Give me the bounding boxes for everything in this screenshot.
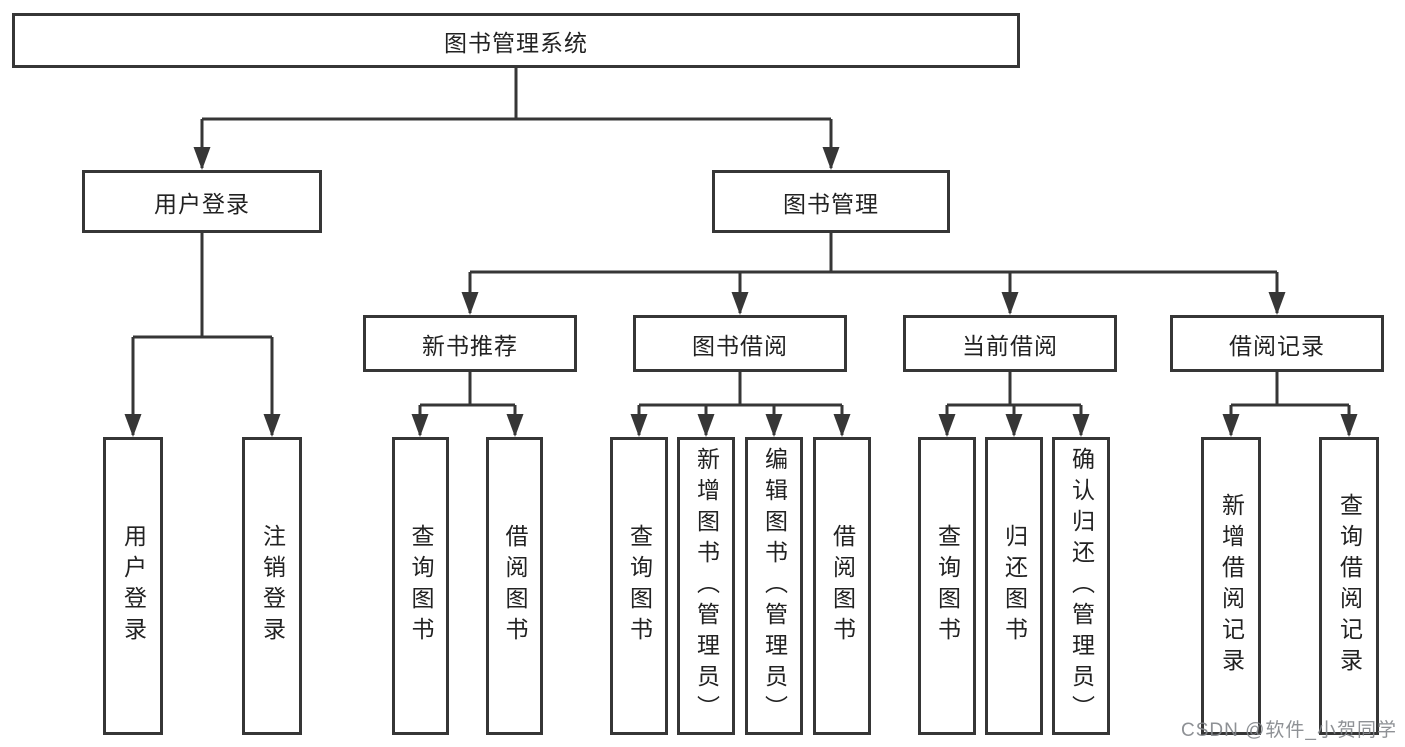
leaf-borrow-books-recommend: 借阅图书: [486, 437, 543, 735]
leaf-logout: 注销登录: [242, 437, 302, 735]
leaf-return-books: 归还图书: [985, 437, 1043, 735]
node-root-system: 图书管理系统: [12, 13, 1020, 68]
leaf-add-borrow-record: 新增借阅记录: [1201, 437, 1261, 735]
node-borrow-records: 借阅记录: [1170, 315, 1384, 372]
leaf-user-login: 用户登录: [103, 437, 163, 735]
csdn-watermark: CSDN @软件_小贺同学: [1181, 720, 1397, 741]
leaf-query-books-recommend: 查询图书: [392, 437, 449, 735]
leaf-confirm-return-admin: 确认归还（管理员）: [1052, 437, 1110, 735]
node-book-borrow: 图书借阅: [633, 315, 847, 372]
arrowheads: [124, 147, 1358, 437]
node-current-borrow: 当前借阅: [903, 315, 1117, 372]
node-user-login: 用户登录: [82, 170, 322, 233]
leaf-edit-books-admin: 编辑图书（管理员）: [745, 437, 803, 735]
leaf-query-books-borrow: 查询图书: [610, 437, 668, 735]
leaf-query-books-current: 查询图书: [918, 437, 976, 735]
leaf-borrow-books: 借阅图书: [813, 437, 871, 735]
node-book-management: 图书管理: [712, 170, 950, 233]
leaf-query-borrow-record: 查询借阅记录: [1319, 437, 1379, 735]
node-new-book-recommend: 新书推荐: [363, 315, 577, 372]
leaf-add-books-admin: 新增图书（管理员）: [677, 437, 735, 735]
